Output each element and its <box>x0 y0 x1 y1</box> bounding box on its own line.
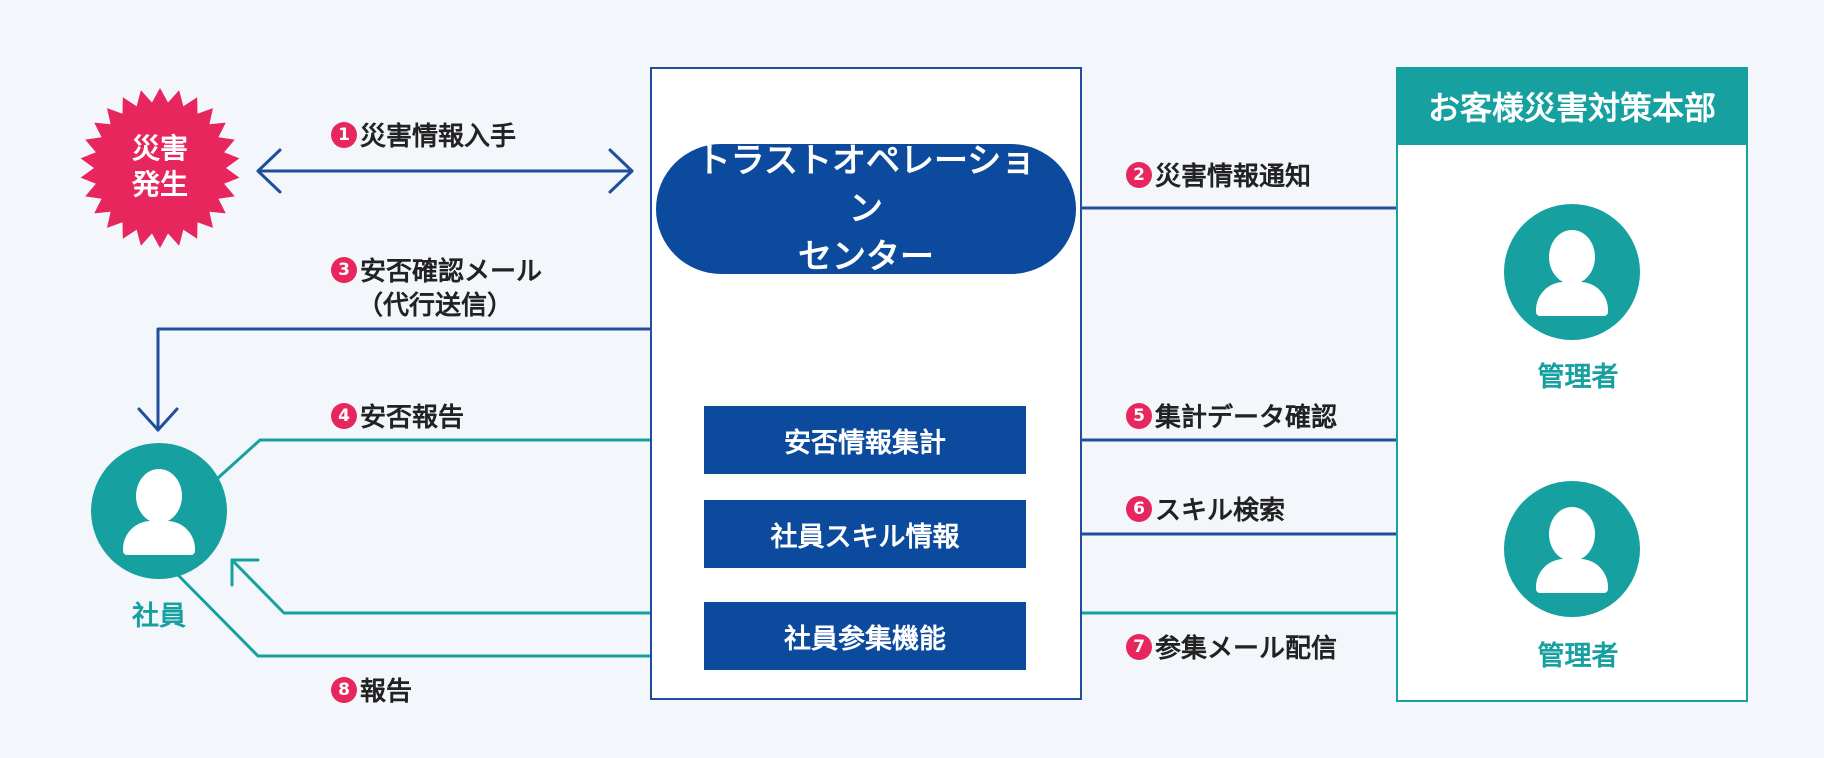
manager-1-avatar <box>1504 204 1640 340</box>
step-2-text: 災害情報通知 <box>1155 162 1312 192</box>
person-icon-head <box>136 469 182 523</box>
step-number-badge: 4 <box>331 402 357 429</box>
arrow-7-head <box>230 558 260 587</box>
step-5-text: 集計データ確認 <box>1155 403 1338 433</box>
step-3-label: 3 安否確認メール <box>331 251 542 288</box>
function-employee-assembly: 社員参集機能 <box>704 602 1026 670</box>
function-safety-aggregation: 安否情報集計 <box>704 406 1026 474</box>
arrow-8-line <box>176 573 690 658</box>
arrow-1-head-left <box>256 148 282 194</box>
person-icon-head <box>1549 507 1595 561</box>
step-4-text: 安否報告 <box>360 403 465 433</box>
step-1-label: 1 災害情報入手 <box>331 116 516 153</box>
step-number-badge: 1 <box>331 121 357 148</box>
step-number-badge: 6 <box>1126 495 1152 522</box>
step-number-badge: 8 <box>331 676 357 703</box>
arrow-3-head <box>137 407 179 432</box>
step-8-label: 8 報告 <box>331 671 412 708</box>
employee-label: 社員 <box>132 601 186 632</box>
arrow-4-line <box>216 438 692 480</box>
step-7-text: 参集メール配信 <box>1155 634 1338 664</box>
step-2-label: 2 災害情報通知 <box>1126 156 1311 193</box>
person-icon-body <box>1536 559 1608 593</box>
customer-hq-title: お客様災害対策本部 <box>1396 67 1748 145</box>
step-6-text: スキル検索 <box>1155 496 1286 526</box>
employee-avatar <box>91 443 227 579</box>
operation-center-title: トラストオペレーション センター <box>656 141 1076 277</box>
person-icon-body <box>1536 282 1608 316</box>
manager-2-avatar <box>1504 481 1640 617</box>
step-number-badge: 3 <box>331 256 357 283</box>
disaster-line1: 災害 <box>131 132 188 165</box>
center-title-line1: トラストオペレーション <box>696 141 1036 229</box>
manager-2-label: 管理者 <box>1537 641 1619 672</box>
step-5-label: 5 集計データ確認 <box>1126 397 1337 434</box>
step-number-badge: 7 <box>1126 633 1152 660</box>
manager-1-label: 管理者 <box>1537 362 1619 393</box>
step-4-label: 4 安否報告 <box>331 397 464 434</box>
step-3-text: 安否確認メール <box>360 257 543 287</box>
person-icon-body <box>123 521 195 555</box>
disaster-line2: 発生 <box>131 168 188 201</box>
starburst-icon <box>80 88 240 248</box>
step-1-text: 災害情報入手 <box>360 122 517 152</box>
step-3-subtext: （代行送信） <box>357 291 514 321</box>
function-employee-skills: 社員スキル情報 <box>704 500 1026 568</box>
step-number-badge: 5 <box>1126 402 1152 429</box>
step-number-badge: 2 <box>1126 161 1152 188</box>
arrow-3-line <box>156 327 652 432</box>
center-title-line2: センター <box>798 237 934 277</box>
arrow-1-head-right <box>608 148 634 194</box>
step-7-label: 7 参集メール配信 <box>1126 628 1337 665</box>
person-icon-head <box>1549 230 1595 284</box>
step-8-text: 報告 <box>360 677 413 707</box>
step-6-label: 6 スキル検索 <box>1126 490 1285 527</box>
disaster-label: 災害 発生 <box>78 131 242 203</box>
